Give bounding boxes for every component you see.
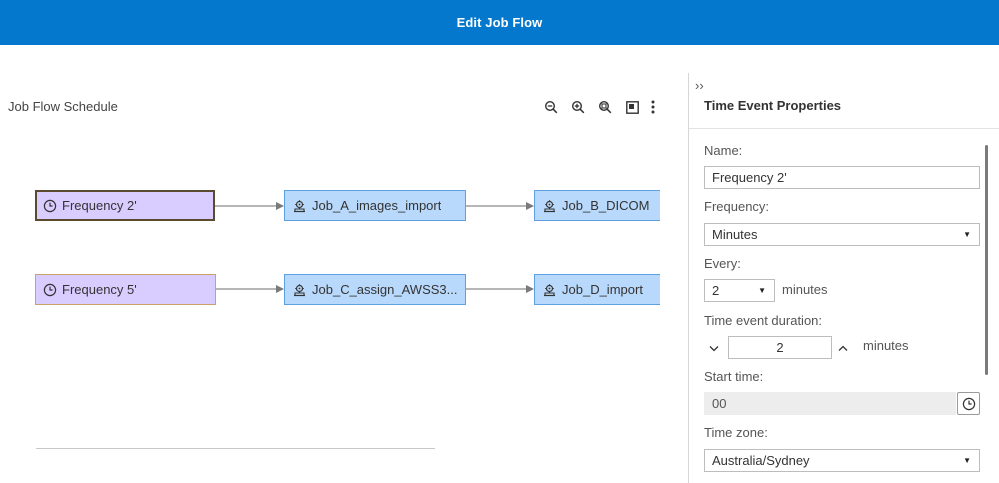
zoom-in-button[interactable]: [569, 98, 587, 116]
decrement-button[interactable]: [707, 341, 721, 355]
more-options-button[interactable]: [648, 98, 658, 116]
name-label: Name:: [704, 143, 743, 158]
node-label: Job_A_images_import: [312, 198, 442, 213]
job-icon: [292, 283, 307, 297]
node-frequency-5[interactable]: Frequency 5': [35, 274, 216, 305]
overview-button[interactable]: [623, 98, 641, 116]
node-label: Job_D_import: [562, 282, 643, 297]
title-bar: Edit Job Flow: [0, 0, 999, 45]
job-flow-canvas: Frequency 2' Job_A_images_import Job_B_D…: [35, 190, 660, 305]
frequency-select[interactable]: Minutes ▼: [704, 223, 980, 246]
overview-icon: [625, 100, 639, 114]
name-value: Frequency 2': [712, 170, 787, 185]
node-frequency-2[interactable]: Frequency 2': [35, 190, 215, 221]
clock-icon: [43, 283, 57, 297]
name-field[interactable]: Frequency 2': [704, 166, 980, 189]
page-title: Edit Job Flow: [456, 15, 543, 30]
clock-icon: [43, 199, 57, 213]
more-options-icon: [651, 100, 655, 114]
zoom-out-button[interactable]: [542, 98, 560, 116]
node-job-b[interactable]: Job_B_DICOM: [534, 190, 660, 221]
increment-button[interactable]: [836, 341, 850, 355]
every-label: Every:: [704, 256, 741, 271]
chevron-down-icon: ▼: [963, 456, 971, 465]
panel-scrollbar[interactable]: [985, 145, 988, 375]
canvas-title: Job Flow Schedule: [8, 99, 118, 114]
node-job-a[interactable]: Job_A_images_import: [284, 190, 466, 221]
frequency-value: Minutes: [712, 227, 758, 242]
time-zone-value: Australia/Sydney: [712, 453, 810, 468]
time-zone-select[interactable]: Australia/Sydney ▼: [704, 449, 980, 472]
start-time-label: Start time:: [704, 369, 764, 384]
zoom-in-icon: [571, 100, 585, 114]
chevron-down-icon: ▼: [963, 230, 971, 239]
node-label: Frequency 5': [62, 282, 137, 297]
collapse-panel-button[interactable]: ››: [695, 78, 704, 93]
time-zone-label: Time zone:: [704, 425, 768, 440]
zoom-fit-button[interactable]: [596, 98, 614, 116]
duration-value: 2: [776, 340, 784, 355]
duration-label: Time event duration:: [704, 313, 823, 328]
start-time-field: 00: [704, 392, 956, 415]
node-label: Job_B_DICOM: [562, 198, 650, 213]
node-job-c[interactable]: Job_C_assign_AWSS3...: [284, 274, 466, 305]
every-select[interactable]: 2 ▼: [704, 279, 775, 302]
every-unit: minutes: [782, 282, 828, 297]
chevron-down-icon: ▼: [758, 286, 766, 295]
properties-panel: ›› Time Event Properties Name: Frequency…: [688, 73, 999, 483]
flow-connectors: [215, 202, 534, 293]
time-picker-button[interactable]: [957, 392, 980, 415]
zoom-out-icon: [544, 100, 558, 114]
node-job-d[interactable]: Job_D_import: [534, 274, 660, 305]
clock-icon: [962, 397, 975, 410]
panel-divider: [689, 128, 999, 129]
chevron-down-icon: [709, 345, 719, 351]
duration-unit: minutes: [863, 338, 909, 353]
horizontal-scrollbar[interactable]: [36, 448, 435, 449]
chevron-up-icon: [838, 345, 848, 351]
start-time-value: 00: [712, 396, 727, 411]
node-label: Frequency 2': [62, 198, 137, 213]
zoom-fit-icon: [598, 100, 612, 114]
frequency-label: Frequency:: [704, 199, 770, 214]
every-value: 2: [712, 283, 720, 298]
job-icon: [542, 199, 557, 213]
job-icon: [542, 283, 557, 297]
panel-title: Time Event Properties: [704, 98, 842, 113]
job-icon: [292, 199, 307, 213]
duration-input[interactable]: 2: [728, 336, 832, 359]
canvas-toolbar: [542, 98, 667, 116]
node-label: Job_C_assign_AWSS3...: [312, 282, 458, 297]
